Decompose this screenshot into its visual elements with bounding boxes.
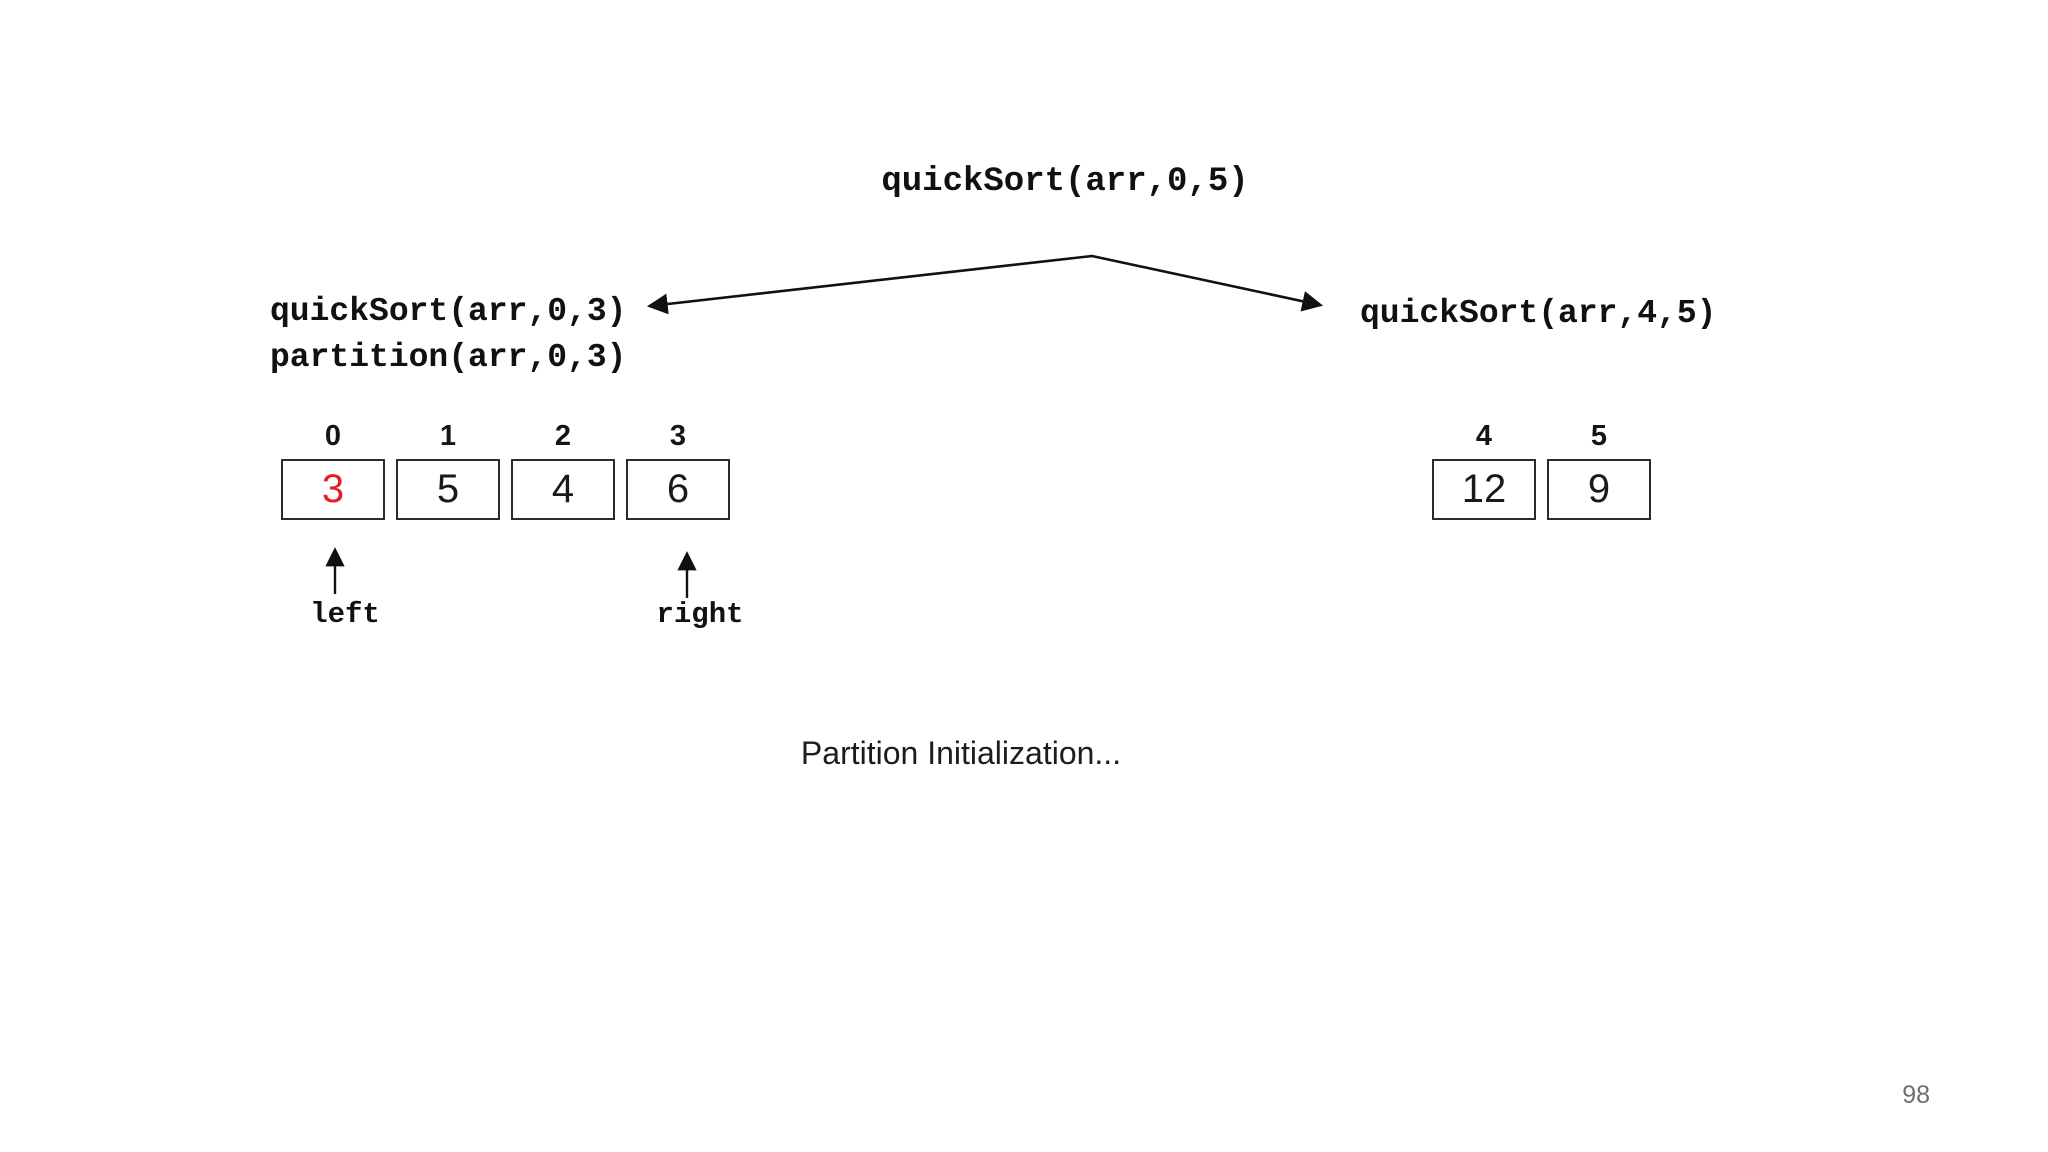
root-call-label: quickSort(arr,0,5) [881, 163, 1249, 201]
array-column: 4 12 [1432, 413, 1536, 520]
array-index-label: 0 [324, 419, 342, 452]
array-index-label: 5 [1590, 419, 1608, 452]
page-number: 98 [1902, 1081, 1930, 1109]
array-cell: 6 [626, 459, 730, 520]
array-cell: 3 [281, 459, 385, 520]
left-subarray: 0 3 1 5 2 4 3 6 [281, 413, 730, 520]
left-branch-partition-label: partition(arr,0,3) [270, 339, 627, 376]
left-branch-labels: quickSort(arr,0,3) partition(arr,0,3) [270, 289, 626, 381]
right-pointer-label: right [656, 598, 744, 631]
array-column: 0 3 [281, 413, 385, 520]
array-index-label: 2 [554, 419, 572, 452]
right-subarray: 4 12 5 9 [1432, 413, 1651, 520]
caption-text: Partition Initialization... [800, 735, 1122, 771]
array-index-label: 3 [669, 419, 687, 452]
array-column: 1 5 [396, 413, 500, 520]
array-column: 3 6 [626, 413, 730, 520]
array-index-label: 1 [439, 419, 457, 452]
left-pointer-label: left [310, 598, 380, 631]
left-branch-call-label: quickSort(arr,0,3) [270, 293, 627, 330]
array-cell: 9 [1547, 459, 1651, 520]
right-branch-call-label: quickSort(arr,4,5) [1360, 295, 1717, 332]
branch-arrow-right-icon [1090, 254, 1324, 312]
array-column: 2 4 [511, 413, 615, 520]
array-column: 5 9 [1547, 413, 1651, 520]
array-index-label: 4 [1475, 419, 1493, 452]
array-cell: 4 [511, 459, 615, 520]
array-cell: 12 [1432, 459, 1536, 520]
array-cell: 5 [396, 459, 500, 520]
branch-arrow-left-icon [646, 254, 1094, 315]
